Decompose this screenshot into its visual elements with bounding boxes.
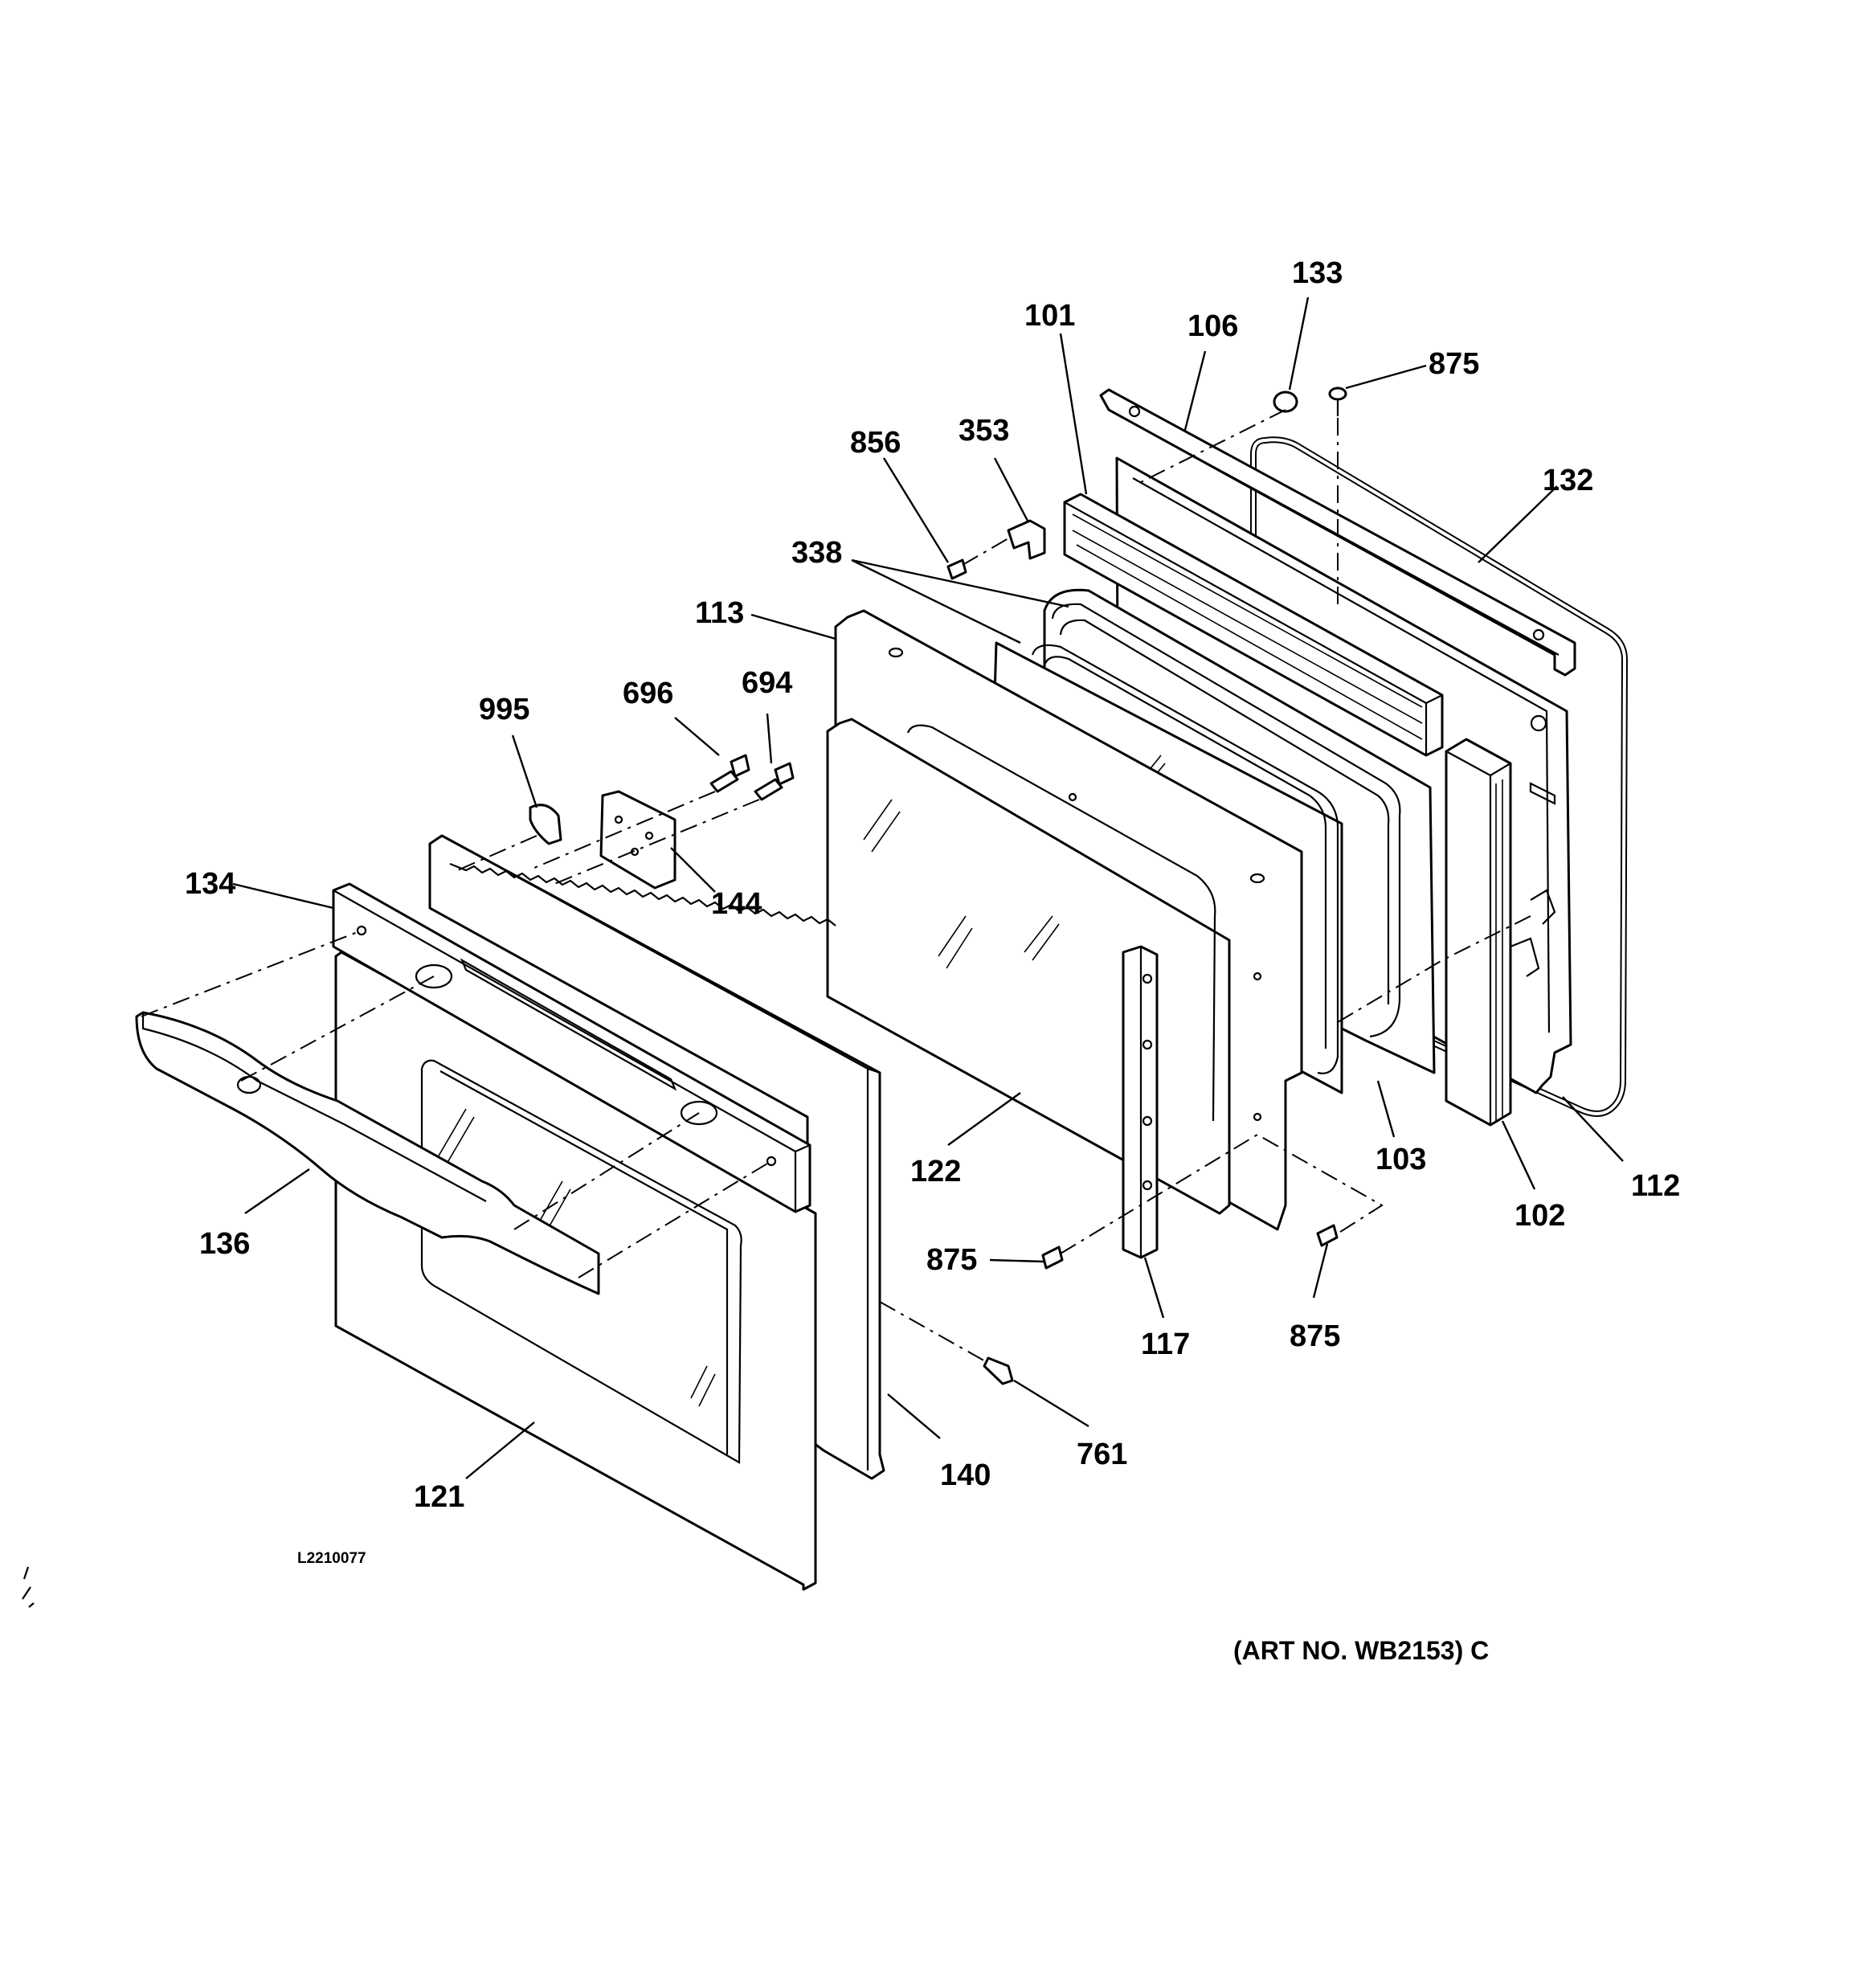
screw-875-right bbox=[1316, 1224, 1339, 1247]
hinge-bracket-995 bbox=[529, 804, 562, 845]
hinge-strip bbox=[1122, 945, 1159, 1259]
callout-113: 113 bbox=[695, 596, 744, 630]
callout-103: 103 bbox=[1376, 1143, 1426, 1176]
art-number: (ART NO. WB2153) C bbox=[1233, 1636, 1489, 1665]
callout-856: 856 bbox=[850, 426, 901, 460]
grommet-133 bbox=[1273, 391, 1298, 413]
screw-694 bbox=[754, 762, 795, 801]
callout-136: 136 bbox=[199, 1227, 250, 1261]
clip-353 bbox=[1007, 519, 1046, 560]
hinge-plate-144 bbox=[599, 790, 677, 890]
callout-134: 134 bbox=[185, 867, 235, 901]
callout-875-left: 875 bbox=[926, 1243, 977, 1277]
callout-875-top: 875 bbox=[1429, 347, 1479, 381]
callout-694: 694 bbox=[742, 666, 792, 700]
drawing-code: L2210077 bbox=[297, 1550, 366, 1567]
insulation-top bbox=[1063, 493, 1444, 757]
callout-121: 121 bbox=[414, 1480, 464, 1514]
screw-875-top bbox=[1328, 387, 1347, 416]
callout-338: 338 bbox=[791, 536, 842, 570]
vent-trim bbox=[332, 882, 811, 1213]
scan-marks bbox=[22, 1566, 35, 1608]
callout-353: 353 bbox=[959, 414, 1009, 448]
callout-122: 122 bbox=[910, 1155, 961, 1188]
callout-995: 995 bbox=[479, 693, 529, 726]
callout-761: 761 bbox=[1077, 1438, 1127, 1471]
door-handle bbox=[135, 1011, 600, 1295]
screw-696 bbox=[709, 754, 750, 793]
callout-144: 144 bbox=[711, 887, 762, 921]
callout-132: 132 bbox=[1543, 464, 1593, 497]
callout-140: 140 bbox=[940, 1458, 991, 1492]
screw-856 bbox=[946, 558, 967, 580]
callout-112: 112 bbox=[1631, 1169, 1680, 1203]
leader-lines bbox=[232, 297, 1624, 1479]
outer-door-shell bbox=[428, 834, 885, 1480]
callout-875-right: 875 bbox=[1290, 1319, 1340, 1353]
callout-101: 101 bbox=[1024, 299, 1075, 333]
screw-761 bbox=[983, 1356, 1014, 1385]
callout-133: 133 bbox=[1292, 256, 1343, 290]
callout-117: 117 bbox=[1141, 1327, 1190, 1361]
assembly-lines bbox=[141, 409, 1531, 1363]
callout-696: 696 bbox=[623, 677, 673, 710]
screw-875-left bbox=[1041, 1246, 1064, 1270]
insulation-side bbox=[1445, 738, 1512, 1127]
callout-102: 102 bbox=[1514, 1199, 1565, 1233]
callout-106: 106 bbox=[1187, 309, 1238, 343]
callout-labels: 133 101 106 875 856 353 132 338 113 995 … bbox=[185, 256, 1680, 1514]
